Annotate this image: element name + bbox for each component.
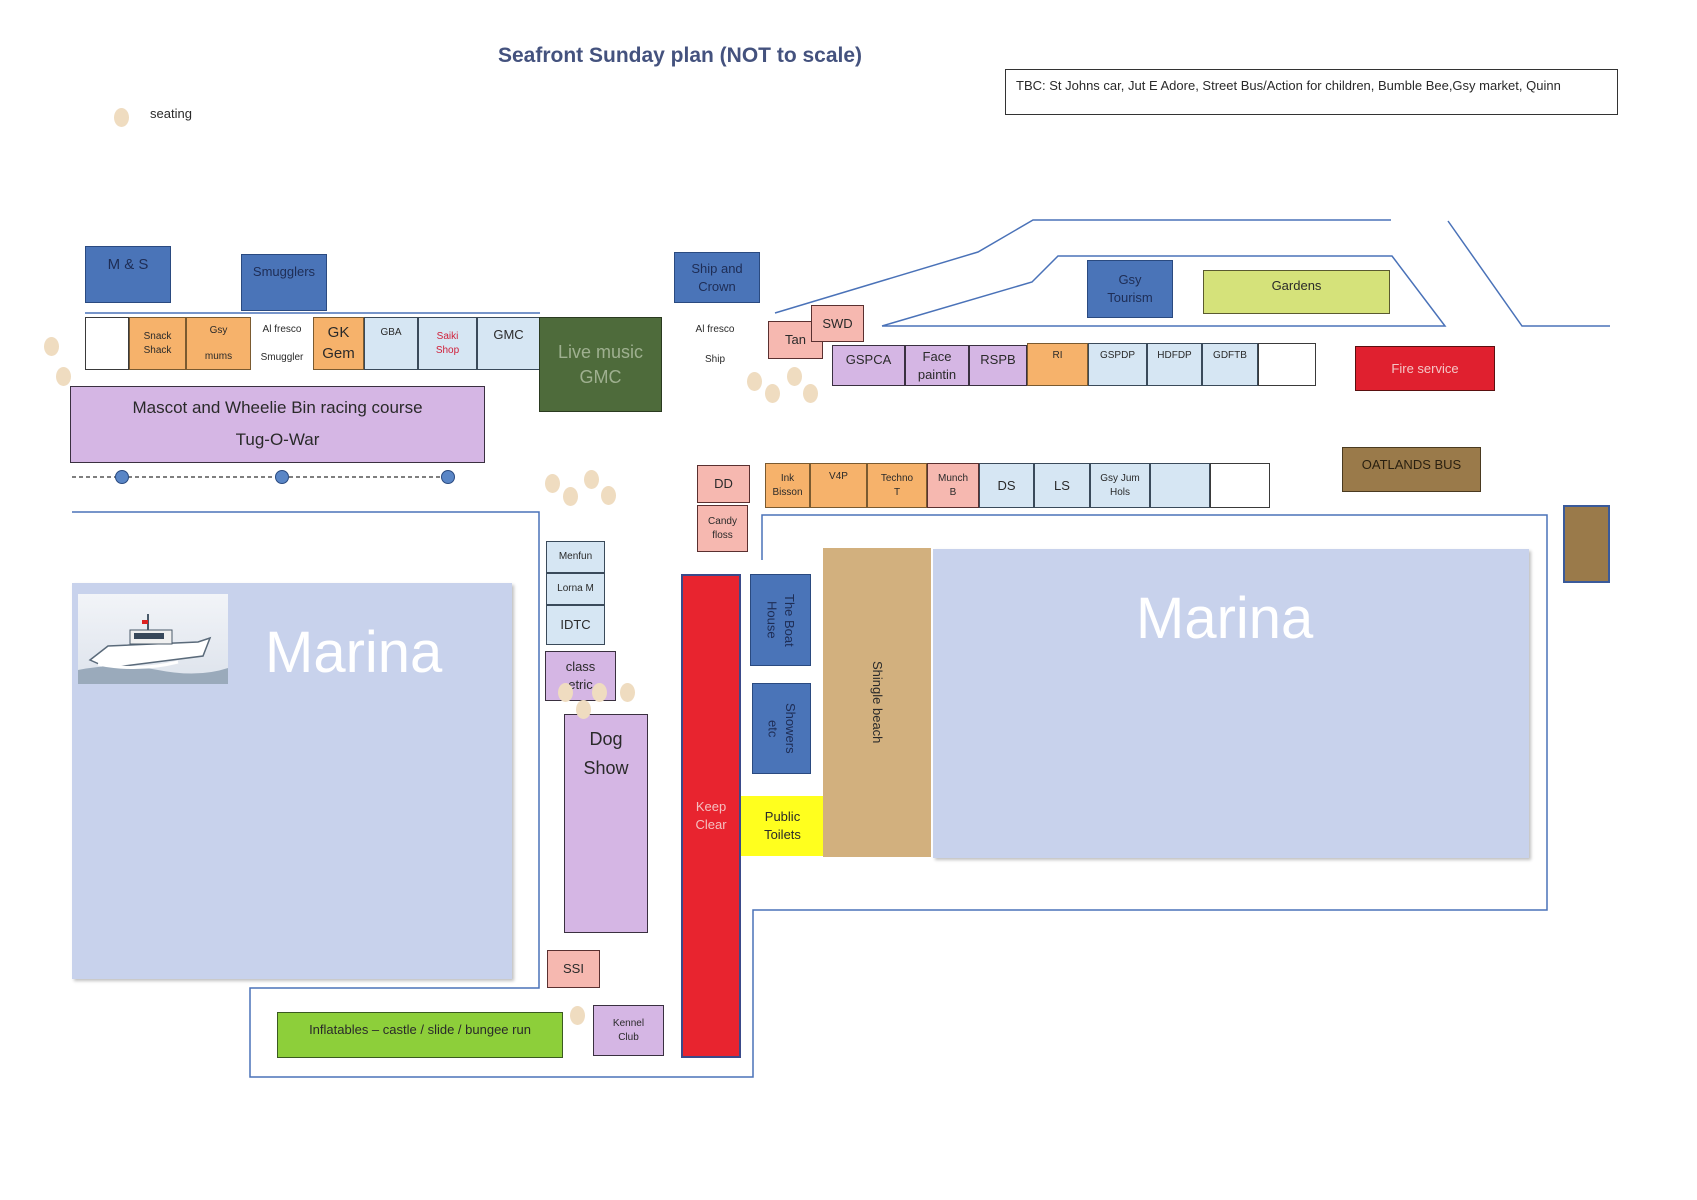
hdfdp-stall: HDFDP [1147,343,1202,386]
rspb-stall: RSPB [969,345,1027,386]
marina-left-area: Marina [72,583,512,979]
racing-course-area: Mascot and Wheelie Bin racing course Tug… [70,386,485,463]
seating-dot [558,683,573,702]
marina-left-label: Marina [265,620,443,685]
face-painting-stall: Face paintin [905,345,969,386]
marina-right-label: Marina [1136,586,1314,651]
gsy-mums-stall: Gsy mums [186,317,251,370]
seating-legend-label: seating [150,106,192,121]
gspca-stall: GSPCA [832,345,905,386]
alfresco-ship-area: Al fresco Ship [695,324,735,365]
gk-gem-stall: GK Gem [313,317,364,370]
seating-dot [601,486,616,505]
gspdp-stall: GSPDP [1088,343,1147,386]
dd-stall: DD [697,465,750,503]
public-toilets-building: Public Toilets [741,796,824,856]
smugglers-label: Smugglers [252,264,316,279]
alfresco-smuggler-area: Al fresco Smuggler [260,324,304,363]
ls-stall: LS [1034,463,1090,508]
empty-stall [1258,343,1316,386]
boat-house-building: The Boat House [750,574,811,666]
right-road-line [1447,220,1610,327]
gdftb-stall: GDFTB [1202,343,1258,386]
tbc-note-box: TBC: St Johns car, Jut E Adore, Street B… [1005,69,1618,115]
techno-t-stall: Techno T [867,463,927,508]
upper-road-line [774,219,1391,314]
ssi-stall: SSI [547,950,600,988]
ms-label: M & S [107,256,149,273]
seating-legend-icon [114,108,129,127]
empty-stall [85,317,129,370]
munch-b-stall: Munch B [927,463,979,508]
rope-peg [275,470,289,484]
left-marina-edge [72,511,1548,1078]
candy-floss-stall: Candy floss [697,505,748,552]
seating-dot [592,683,607,702]
kennel-club-stall: Kennel Club [593,1005,664,1056]
gmc-stall: GMC [477,317,540,370]
showers-building: Showers etc [752,683,811,774]
idtc-stall: IDTC [546,605,605,645]
seating-dot [44,337,59,356]
seating-dot [576,700,591,719]
seating-dot [620,683,635,702]
smugglers-building: Smugglers [241,254,327,311]
saiki-shop-stall: Saiki Shop [418,317,477,370]
seating-dot [747,372,762,391]
seating-dot [545,474,560,493]
live-music-stage: Live music GMC [539,317,662,412]
gsy-jum-hols-stall: Gsy Jum Hols [1090,463,1150,508]
inflatables-area: Inflatables – castle / slide / bungee ru… [277,1012,563,1058]
seating-dot [570,1006,585,1025]
seating-dot [563,487,578,506]
ds-stall: DS [979,463,1034,508]
snack-shack-stall: Snack Shack [129,317,186,370]
bus-stop-block [1563,505,1610,583]
seating-dot [584,470,599,489]
ri-stall: RI [1027,343,1088,386]
shingle-beach-area: Shingle beach [823,548,931,857]
gsy-tourism-building: Gsy Tourism [1087,260,1173,318]
patrol-boat-icon [78,614,228,684]
empty-stall [1150,463,1210,508]
gba-stall: GBA [364,317,418,370]
gardens-area: Gardens [1203,270,1390,314]
boat-photo [78,594,228,684]
tbc-note: TBC: St Johns car, Jut E Adore, Street B… [1016,78,1561,93]
empty-stall [1210,463,1270,508]
rope-peg [115,470,129,484]
seating-dot [56,367,71,386]
rope-peg [441,470,455,484]
swd-stall: SWD [811,305,864,342]
marina-right-area: Marina [933,549,1529,858]
keep-clear-lane: Keep Clear [681,574,741,1058]
v4p-stall: V4P [810,463,867,508]
seating-dot [765,384,780,403]
ship-crown-building: Ship and Crown [674,252,760,303]
page-title: Seafront Sunday plan (NOT to scale) [497,44,863,67]
dog-show-ring: Dog Show [564,714,648,933]
lorna-m-stall: Lorna M [546,573,605,605]
seating-dot [803,384,818,403]
fire-service-area: Fire service [1355,346,1495,391]
ms-building: M & S [85,246,171,303]
inner-road-line [881,255,1447,327]
oatlands-bus-area: OATLANDS BUS [1342,447,1481,492]
menfun-stall: Menfun [546,541,605,573]
ink-bisson-stall: Ink Bisson [765,463,810,508]
seating-dot [787,367,802,386]
